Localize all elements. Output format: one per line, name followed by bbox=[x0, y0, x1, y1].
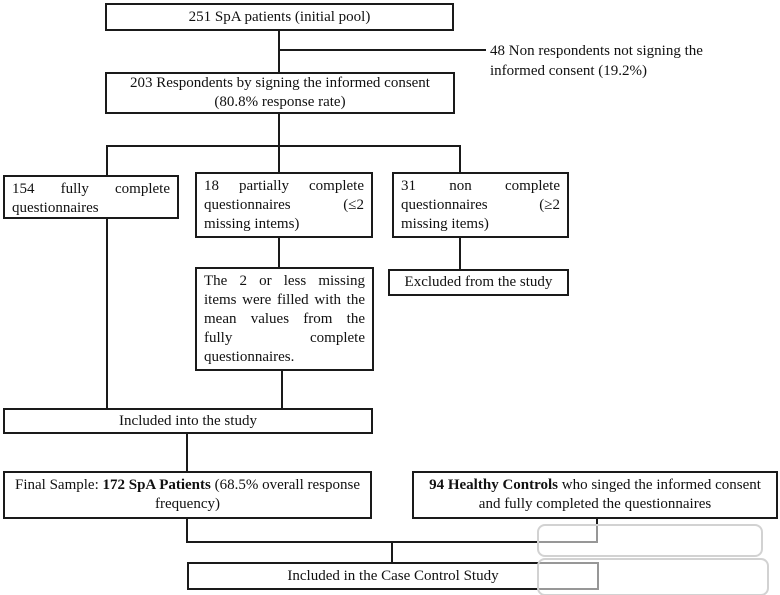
connector-split-horizontal bbox=[106, 145, 461, 147]
box-respondents: 203 Respondents by signing the informed … bbox=[105, 72, 455, 114]
connector-non-complete-to-excluded bbox=[459, 236, 461, 270]
respondents-line2: (80.8% response rate) bbox=[214, 94, 346, 110]
connector-missing-filled-to-included bbox=[281, 369, 283, 409]
box-initial-pool: 251 SpA patients (initial pool) bbox=[105, 3, 454, 31]
final-sample-prefix: Final Sample: bbox=[15, 477, 103, 493]
box-missing-filled: The 2 or less missing items were filled … bbox=[195, 267, 374, 371]
box-final-sample: Final Sample: 172 SpA Patients (68.5% ov… bbox=[3, 471, 372, 519]
connector-drop-partially-complete bbox=[278, 145, 280, 173]
connector-merge-to-case-control bbox=[391, 541, 393, 563]
watermark-shape bbox=[537, 558, 769, 595]
case-control-label: Included in the Case Control Study bbox=[287, 567, 499, 584]
box-fully-complete: 154 fully complete questionnaires bbox=[3, 175, 179, 219]
label-non-respondents: 48 Non respondents not signing the infor… bbox=[490, 43, 703, 79]
connector-branch-non-respondents bbox=[279, 49, 486, 51]
box-non-complete: 31 non complete questionnaires (≥2 missi… bbox=[392, 172, 569, 238]
respondents-line1: 203 Respondents by signing the informed … bbox=[130, 75, 430, 91]
final-sample-count: 172 SpA Patients bbox=[102, 477, 211, 493]
watermark-shape bbox=[537, 524, 763, 557]
box-case-control: Included in the Case Control Study bbox=[187, 562, 599, 590]
connector-respondents-down bbox=[278, 112, 280, 147]
connector-fully-complete-to-included bbox=[106, 217, 108, 409]
connector-included-to-final-sample bbox=[186, 432, 188, 472]
healthy-controls-label: 94 Healthy Controls who singed the infor… bbox=[420, 476, 770, 514]
initial-pool-label: 251 SpA patients (initial pool) bbox=[188, 8, 371, 25]
final-sample-suffix: (68.5% overall response frequency) bbox=[155, 477, 360, 512]
excluded-label: Excluded from the study bbox=[404, 274, 553, 290]
included-label: Included into the study bbox=[119, 412, 257, 429]
box-healthy-controls: 94 Healthy Controls who singed the infor… bbox=[412, 471, 778, 519]
healthy-controls-count: 94 Healthy Controls bbox=[429, 477, 559, 493]
connector-initial-to-respondents bbox=[278, 29, 280, 73]
box-partially-complete: 18 partially complete questionnaires (≤2… bbox=[195, 172, 373, 238]
connector-final-sample-down bbox=[186, 517, 188, 543]
box-included: Included into the study bbox=[3, 408, 373, 434]
connector-drop-non-complete bbox=[459, 145, 461, 173]
box-excluded: Excluded from the study bbox=[388, 269, 569, 296]
final-sample-label: Final Sample: 172 SpA Patients (68.5% ov… bbox=[11, 476, 364, 514]
healthy-controls-suffix: who singed the informed consent and full… bbox=[478, 477, 761, 512]
connector-drop-fully-complete bbox=[106, 145, 108, 176]
connector-partially-to-missing-filled bbox=[278, 236, 280, 268]
